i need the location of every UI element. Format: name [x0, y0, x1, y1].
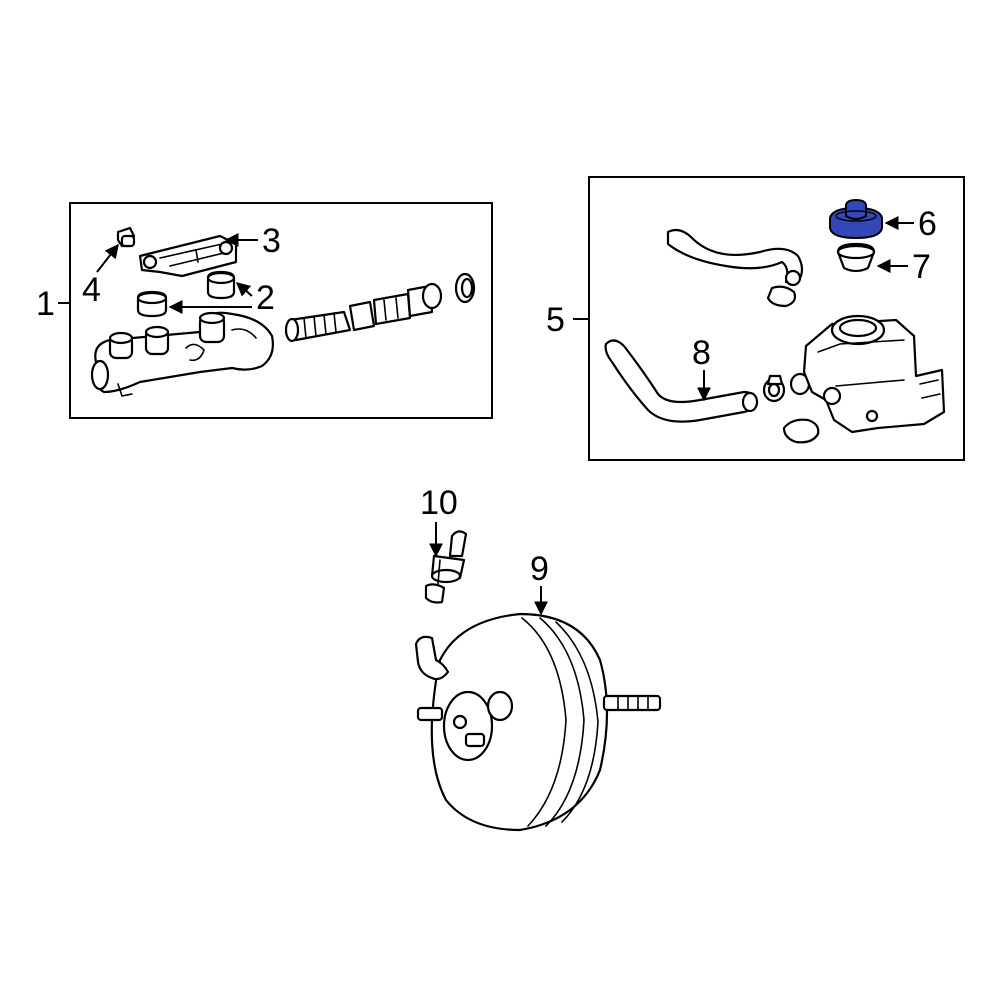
callout-3: 3 — [262, 222, 281, 260]
leader-4 — [96, 243, 119, 273]
callout-8: 8 — [692, 334, 711, 372]
callout-7: 7 — [912, 248, 931, 286]
callout-1: 1 — [36, 285, 55, 323]
callout-10: 10 — [420, 484, 458, 522]
reservoir-tank[interactable] — [802, 314, 946, 434]
callout-5: 5 — [546, 301, 565, 339]
master-cylinder-box — [69, 202, 493, 419]
lower-hose[interactable] — [604, 339, 759, 423]
booster-group: 9 10 — [414, 484, 662, 832]
brake-booster[interactable] — [414, 612, 662, 832]
upper-hose[interactable] — [666, 228, 804, 308]
callout-9: 9 — [530, 550, 549, 588]
master-cylinder-group: 1 2 3 4 — [36, 202, 493, 419]
check-valve[interactable] — [424, 530, 468, 604]
master-cylinder-body[interactable] — [90, 311, 274, 397]
callout-6: 6 — [918, 205, 937, 243]
o-ring[interactable] — [454, 272, 476, 304]
grommet-lower[interactable] — [136, 290, 168, 318]
mounting-bracket[interactable] — [138, 234, 238, 278]
clip[interactable] — [782, 418, 820, 444]
hose-clamp[interactable] — [762, 374, 786, 403]
piston-assembly[interactable] — [284, 282, 443, 343]
leader-2b — [235, 282, 253, 297]
callout-2: 2 — [256, 279, 275, 317]
reservoir-strainer[interactable] — [836, 242, 876, 273]
reservoir-group: 5 6 7 8 — [546, 176, 965, 461]
grommet-upper[interactable] — [206, 270, 236, 300]
bolt[interactable] — [116, 226, 136, 248]
callout-4: 4 — [82, 271, 101, 309]
reservoir-cap[interactable] — [829, 198, 883, 240]
